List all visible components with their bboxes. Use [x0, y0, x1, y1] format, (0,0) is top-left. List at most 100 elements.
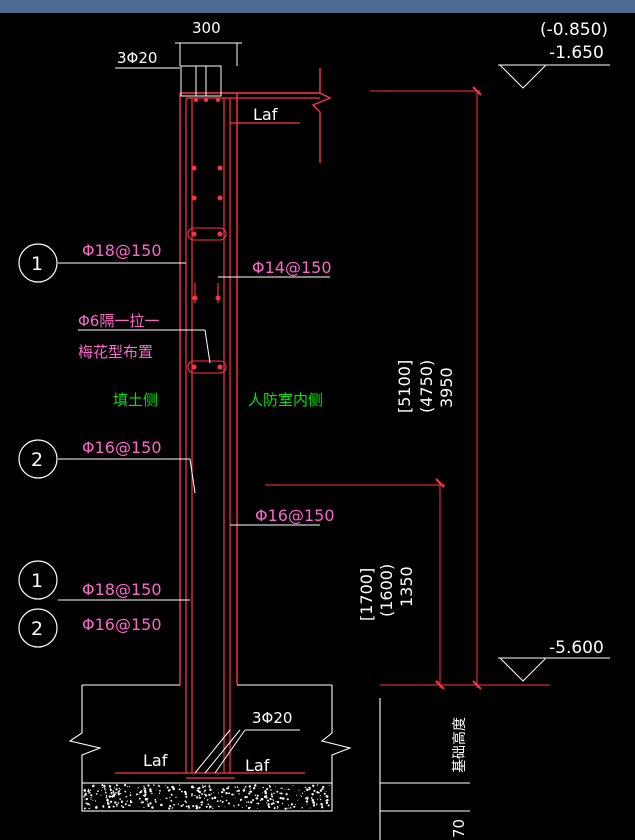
gravel-dot: [109, 788, 112, 791]
height-dim: 3950: [437, 367, 456, 408]
gravel-dot: [117, 802, 120, 804]
gravel-dot: [115, 784, 118, 787]
gravel-dot: [255, 797, 258, 800]
gravel-dot: [92, 799, 94, 801]
gravel-dot: [113, 787, 115, 789]
gravel-dot: [147, 798, 149, 800]
gravel-dot: [273, 792, 275, 795]
gravel-dot: [248, 791, 250, 793]
gravel-dot: [191, 785, 194, 789]
gravel-dot: [89, 792, 91, 794]
gravel-dot: [275, 786, 277, 787]
gravel-dot: [178, 784, 181, 786]
dimension-lines: [265, 90, 550, 688]
gravel-dot: [194, 794, 196, 797]
cad-wall-section-drawing: 300 3Φ20 Laf (-0.850) -1.650 -5.600 1 2 …: [18, 19, 610, 840]
gravel-dot: [195, 804, 198, 807]
gravel-dot: [177, 803, 179, 805]
marker-1-low: 1: [31, 570, 43, 592]
gravel-dot: [311, 799, 315, 802]
gravel-dot: [308, 788, 310, 791]
gravel-dot: [251, 799, 255, 802]
gravel-dot: [173, 804, 175, 806]
gravel-dot: [120, 788, 122, 790]
outer-lower-1-label: Φ18@150: [82, 580, 162, 599]
gravel-dot: [312, 784, 315, 787]
gravel-dot: [151, 792, 153, 795]
gravel-dot: [95, 793, 98, 795]
gravel-dot: [286, 798, 289, 801]
gravel-dot: [304, 786, 307, 789]
gravel-dot: [110, 792, 113, 795]
gravel-dot: [248, 785, 251, 788]
gravel-dot: [268, 784, 271, 787]
wall-width-dim: 300: [192, 19, 221, 37]
top-bars-section: [180, 65, 222, 102]
gravel-dot: [208, 808, 210, 810]
height-dim-paren: (4750): [417, 360, 436, 413]
gravel-dot: [212, 807, 214, 809]
gravel-dot: [100, 789, 103, 791]
gravel-dot: [85, 794, 87, 796]
gravel-dot: [242, 789, 246, 792]
gravel-dot: [322, 785, 325, 789]
gravel-dot: [233, 793, 235, 795]
gravel-dot: [279, 796, 282, 800]
gravel-dot: [244, 785, 247, 788]
gravel-dot: [88, 807, 90, 810]
gravel-dot: [321, 787, 324, 790]
gravel-dot: [223, 806, 225, 808]
gravel-dot: [111, 795, 114, 798]
gravel-dot: [297, 800, 299, 802]
gravel-dot: [200, 803, 203, 806]
gravel-dot: [313, 789, 316, 792]
gravel-dot: [228, 785, 230, 788]
gravel-dot: [169, 796, 171, 799]
gravel-dot: [126, 786, 129, 788]
gravel-dot: [266, 788, 269, 791]
gravel-dot: [262, 786, 264, 789]
gravel-dot: [234, 786, 236, 788]
gravel-dot: [84, 792, 87, 795]
gravel-dot: [249, 788, 252, 790]
gravel-dot: [257, 808, 258, 809]
gravel-dot: [90, 797, 92, 799]
wall-rebar: [115, 97, 320, 779]
gravel-dot: [139, 791, 142, 793]
gravel-dot: [221, 800, 224, 803]
gravel-dot: [115, 788, 118, 791]
gravel-dot: [182, 804, 185, 806]
gravel-dot: [138, 797, 141, 800]
gravel-dot: [207, 799, 209, 801]
gravel-dot: [112, 791, 115, 794]
low-dim: 1350: [397, 566, 416, 607]
gravel-dot: [156, 789, 158, 791]
gravel-dot: [289, 807, 292, 809]
gravel-dot: [104, 788, 106, 790]
gravel-dot: [211, 797, 214, 800]
gravel-dot: [248, 792, 251, 795]
gravel-dot: [104, 789, 106, 791]
top-elevation-paren: (-0.850): [540, 20, 608, 40]
gravel-dot: [236, 790, 238, 792]
gravel-dot: [159, 786, 161, 788]
gravel-dot: [312, 800, 314, 802]
gravel-dot: [118, 789, 121, 792]
window-title-bar: [0, 0, 635, 13]
gravel-dot: [327, 804, 330, 807]
gravel-dot: [246, 802, 248, 803]
gravel-dot: [276, 800, 280, 804]
gravel-dot: [320, 802, 323, 806]
gravel-dot: [89, 804, 91, 806]
gravel-dot: [247, 801, 250, 803]
gravel-dot: [147, 801, 148, 803]
gravel-dot: [144, 797, 148, 801]
gravel-dot: [257, 802, 260, 805]
gravel-dot: [171, 807, 174, 809]
gravel-dot: [227, 802, 231, 805]
gravel-dot: [160, 803, 163, 807]
gravel-dot: [266, 802, 268, 804]
gravel-dot: [119, 792, 122, 795]
gravel-dot: [120, 800, 123, 802]
gravel-dot: [310, 797, 313, 799]
